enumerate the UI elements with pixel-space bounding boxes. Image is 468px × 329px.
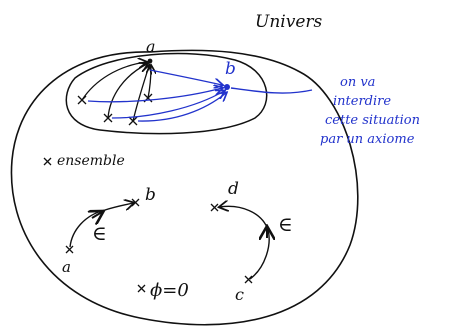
- blue-arrow-2: [87, 88, 222, 103]
- inner-set-outline: [65, 52, 268, 135]
- note-line-3: cette situation: [325, 113, 420, 128]
- x-mark-b-lower: [131, 198, 140, 207]
- point-a-top: [147, 58, 153, 64]
- ensemble-x-mark: [43, 157, 52, 166]
- blue-arrow-1: [149, 69, 222, 85]
- blue-arrow-3: [111, 91, 224, 119]
- x-mark-d: [210, 203, 219, 212]
- b-blue-label: b: [225, 59, 236, 79]
- note-pointer: [230, 87, 313, 94]
- ensemble-label: ensemble: [57, 153, 125, 169]
- arrow-c-to-d: [220, 206, 270, 280]
- x-marks-inner: [77, 93, 153, 126]
- epsilon-left-label: ∈: [92, 221, 107, 245]
- universe-outline: [10, 49, 359, 326]
- note-line-1: on va: [340, 75, 375, 90]
- univers-label: Univers: [255, 12, 323, 32]
- empty-set-x-mark: [137, 284, 146, 293]
- arrow-x4-to-a: [148, 66, 151, 99]
- c-right-label: c: [235, 285, 244, 304]
- d-right-label: d: [228, 179, 239, 199]
- arrow-mid-a-b: [92, 212, 102, 218]
- blue-arrow-4: [137, 93, 226, 122]
- a-top-label: a: [146, 37, 156, 56]
- point-b-blue: [224, 84, 230, 90]
- b-lower-label: b: [145, 185, 156, 205]
- a-lower-label: a: [62, 258, 71, 276]
- note-line-4: par un axiome: [320, 132, 415, 147]
- arrow-x3-to-a: [132, 66, 149, 122]
- x-mark-a-lower: [65, 245, 74, 254]
- empty-set-label: ϕ=0: [150, 280, 189, 301]
- arrow-x2-to-a: [107, 64, 147, 119]
- x-mark-c: [244, 275, 253, 284]
- epsilon-right-label: ∈: [278, 212, 293, 236]
- note-line-2: interdire: [333, 94, 391, 109]
